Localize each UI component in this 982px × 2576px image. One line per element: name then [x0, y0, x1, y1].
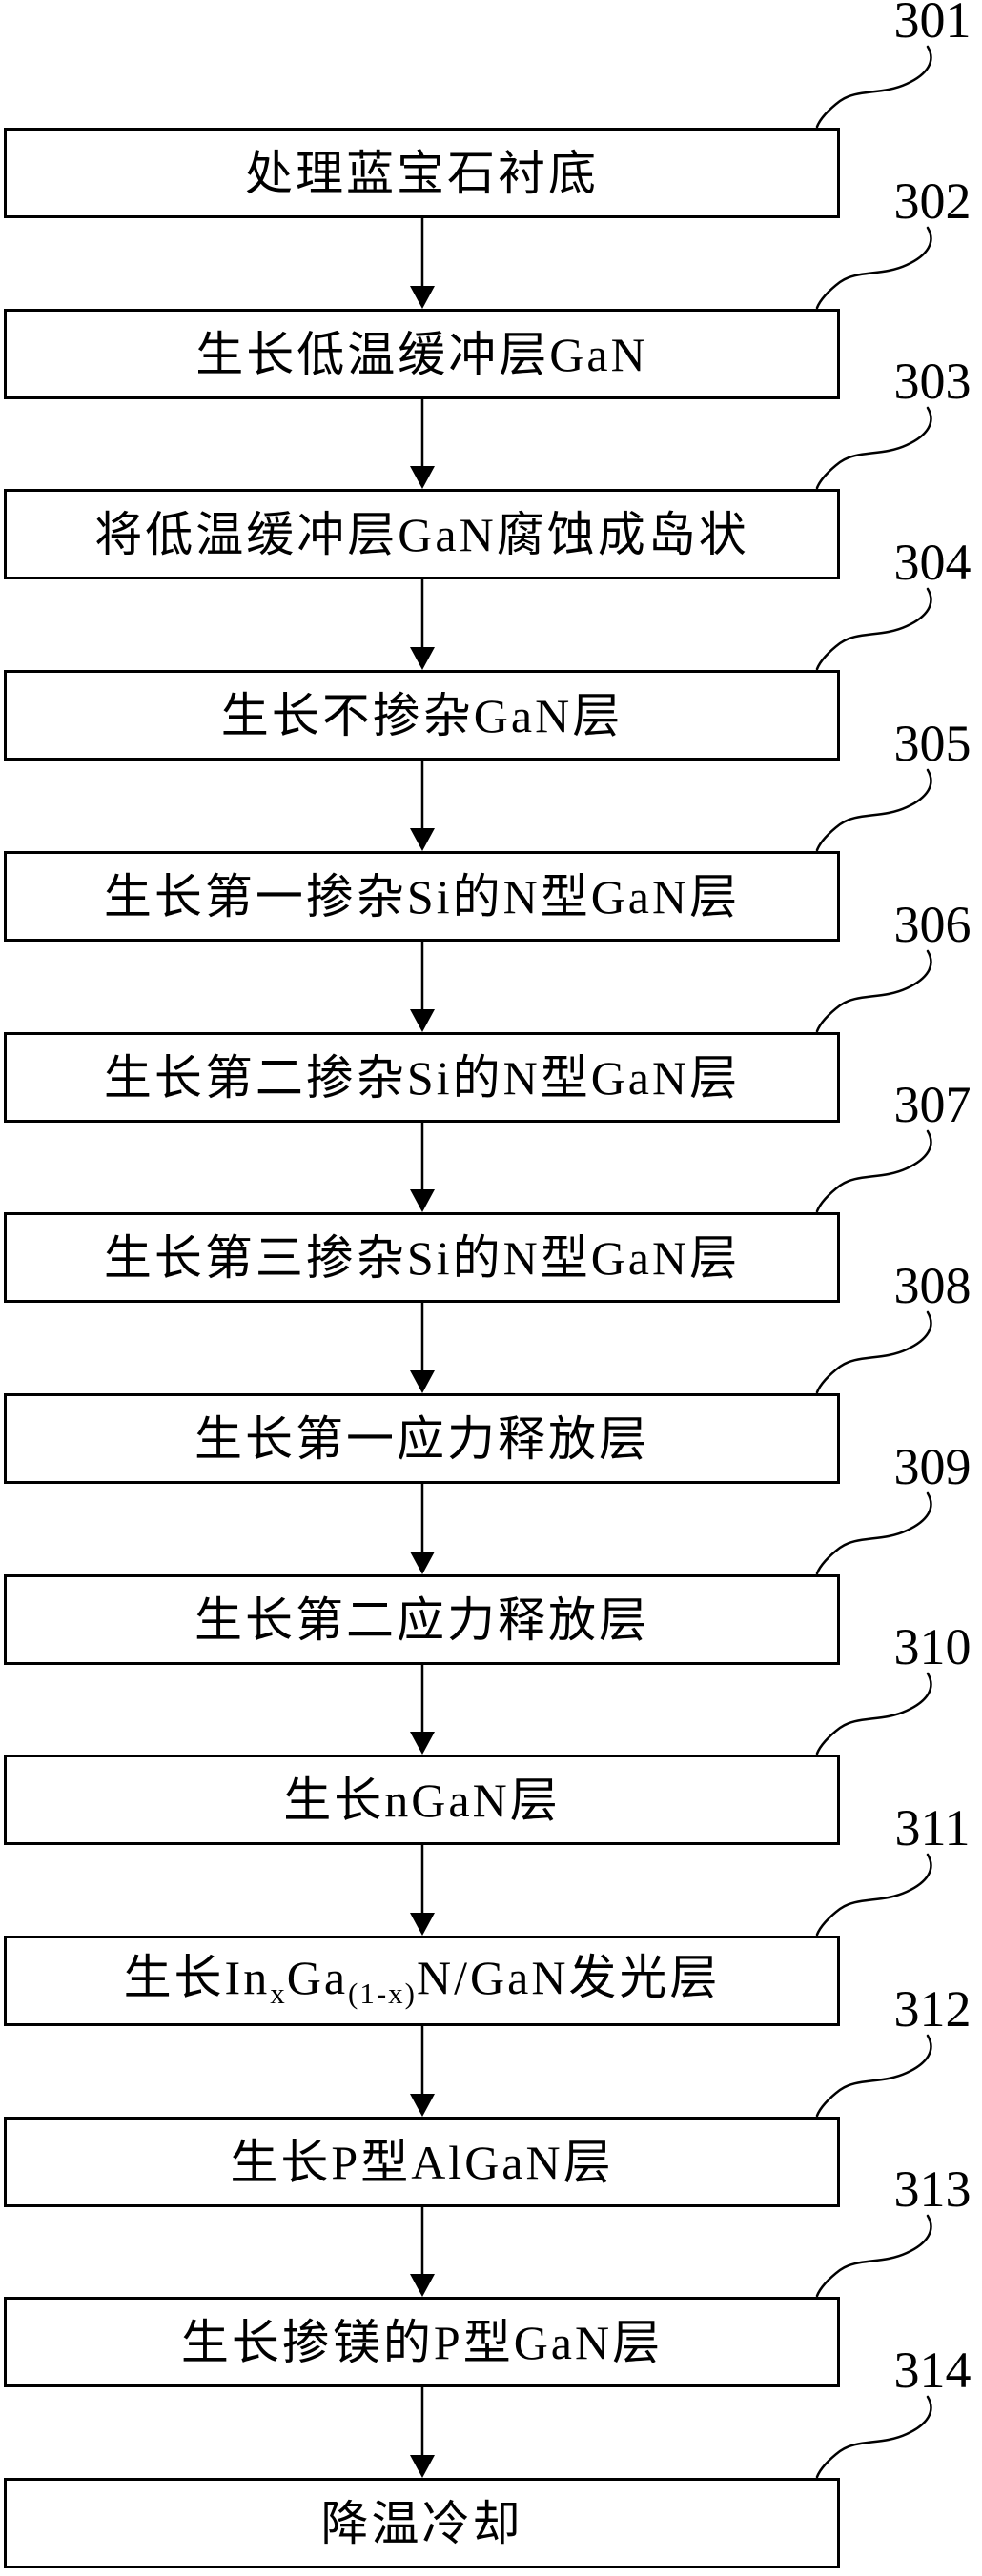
step-reference-number-310: 310 — [893, 1618, 972, 1675]
step-reference-number-306: 306 — [893, 896, 972, 953]
step-reference-number-311: 311 — [894, 1799, 971, 1856]
flow-arrowhead-icon — [410, 2455, 435, 2478]
process-step-box-302: 生长低温缓冲层GaN — [4, 309, 840, 399]
flow-arrowhead-icon — [410, 1370, 435, 1393]
lead-line-314 — [815, 2395, 932, 2479]
lead-line-307 — [815, 1129, 932, 1213]
step-reference-number-304: 304 — [893, 534, 972, 591]
process-step-text: 生长掺镁的P型GaN层 — [180, 2315, 664, 2369]
process-step-text: 生长第三掺杂Si的N型GaN层 — [103, 1230, 741, 1285]
process-step-box-301: 处理蓝宝石衬底 — [4, 128, 840, 218]
flow-arrowhead-icon — [410, 1913, 435, 1936]
process-step-box-307: 生长第三掺杂Si的N型GaN层 — [4, 1212, 840, 1303]
process-step-box-314: 降温冷却 — [4, 2478, 840, 2568]
process-step-box-311: 生长InxGa(1-x)N/GaN发光层 — [4, 1936, 840, 2026]
lead-line-306 — [815, 949, 932, 1033]
flow-arrowhead-icon — [410, 466, 435, 489]
process-step-box-313: 生长掺镁的P型GaN层 — [4, 2297, 840, 2387]
process-step-text: 降温冷却 — [320, 2496, 523, 2550]
lead-line-304 — [815, 587, 932, 671]
step-reference-number-312: 312 — [893, 1980, 972, 2038]
flow-arrowhead-icon — [410, 1189, 435, 1212]
process-step-text: 生长第二掺杂Si的N型GaN层 — [103, 1050, 741, 1105]
step-reference-number-308: 308 — [893, 1257, 972, 1314]
step-reference-number-307: 307 — [893, 1076, 972, 1133]
process-step-text: 生长第一应力释放层 — [194, 1411, 649, 1466]
step-reference-number-309: 309 — [893, 1438, 972, 1495]
process-step-text: 将低温缓冲层GaN腐蚀成岛状 — [94, 507, 749, 561]
lead-line-301 — [815, 45, 932, 129]
lead-line-302 — [815, 226, 932, 310]
step-reference-number-305: 305 — [893, 715, 972, 772]
process-step-box-310: 生长nGaN层 — [4, 1755, 840, 1845]
lead-line-310 — [815, 1672, 932, 1755]
process-step-text: 生长P型AlGaN层 — [230, 2135, 614, 2189]
process-step-text: 生长第二应力释放层 — [194, 1592, 649, 1647]
process-step-text: 生长nGaN层 — [283, 1773, 561, 1827]
step-reference-number-314: 314 — [893, 2342, 972, 2399]
step-reference-number-302: 302 — [893, 172, 972, 230]
flow-arrowhead-icon — [410, 1552, 435, 1574]
process-step-box-308: 生长第一应力释放层 — [4, 1393, 840, 1484]
process-step-text: 处理蓝宝石衬底 — [245, 146, 599, 200]
flow-arrowhead-icon — [410, 828, 435, 851]
process-step-box-304: 生长不掺杂GaN层 — [4, 670, 840, 761]
flow-arrowhead-icon — [410, 1732, 435, 1755]
process-step-text: 生长InxGa(1-x)N/GaN发光层 — [123, 1951, 721, 2010]
lead-line-313 — [815, 2214, 932, 2298]
lead-line-309 — [815, 1491, 932, 1575]
flow-arrowhead-icon — [410, 2274, 435, 2297]
flow-arrowhead-icon — [410, 647, 435, 670]
process-step-text: 生长不掺杂GaN层 — [220, 688, 624, 742]
step-reference-number-313: 313 — [893, 2160, 972, 2218]
lead-line-312 — [815, 2034, 932, 2118]
lead-line-303 — [815, 406, 932, 490]
lead-line-305 — [815, 768, 932, 852]
step-reference-number-303: 303 — [893, 353, 972, 410]
process-step-box-306: 生长第二掺杂Si的N型GaN层 — [4, 1032, 840, 1123]
process-step-box-303: 将低温缓冲层GaN腐蚀成岛状 — [4, 489, 840, 579]
process-step-box-305: 生长第一掺杂Si的N型GaN层 — [4, 851, 840, 942]
flow-arrowhead-icon — [410, 2094, 435, 2117]
lead-line-311 — [815, 1853, 932, 1937]
process-step-box-309: 生长第二应力释放层 — [4, 1574, 840, 1665]
process-step-text: 生长第一掺杂Si的N型GaN层 — [103, 869, 741, 923]
lead-line-308 — [815, 1310, 932, 1394]
step-reference-number-301: 301 — [893, 0, 972, 49]
flow-arrowhead-icon — [410, 286, 435, 309]
flow-arrowhead-icon — [410, 1009, 435, 1032]
process-step-text: 生长低温缓冲层GaN — [195, 327, 648, 381]
process-step-box-312: 生长P型AlGaN层 — [4, 2117, 840, 2207]
